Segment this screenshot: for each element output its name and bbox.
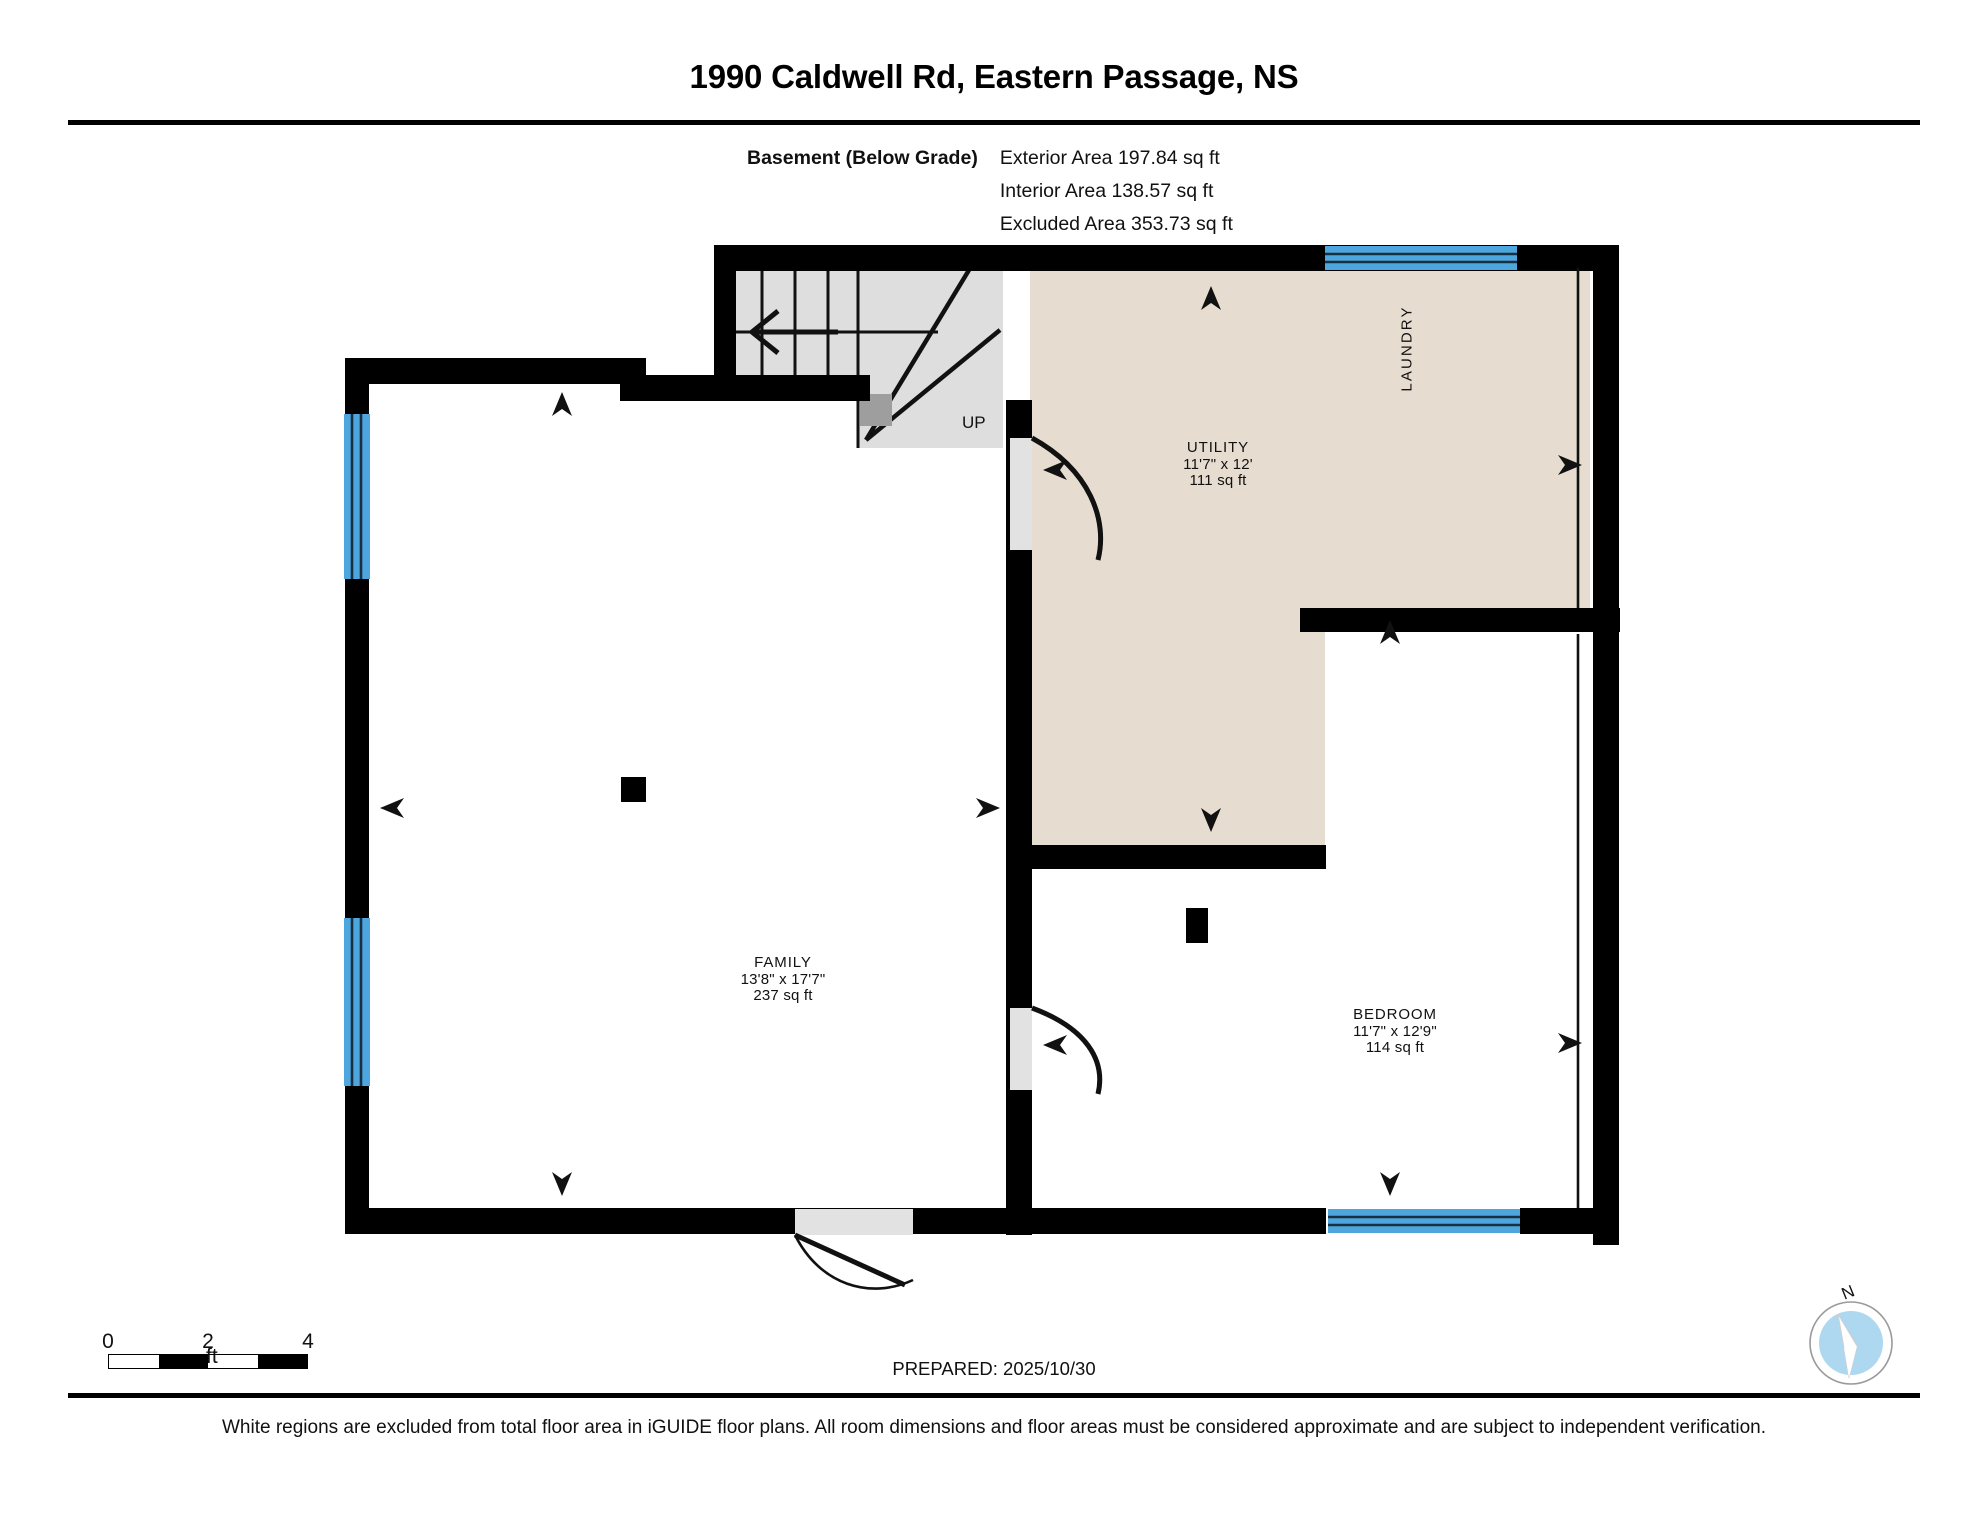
room-area-family: 237 sq ft bbox=[753, 987, 813, 1004]
window-left-lower bbox=[344, 918, 370, 1086]
room-dimensions-utility: 11'7" x 12' bbox=[1183, 455, 1253, 473]
room-label-utility: UTILITY 11'7" x 12' 111 sq ft bbox=[1123, 439, 1313, 490]
scale-segment bbox=[158, 1355, 208, 1368]
room-dimensions-family: 13'8" x 17'7" bbox=[740, 970, 826, 988]
marker-left-family bbox=[380, 798, 404, 818]
window-top bbox=[1325, 246, 1517, 270]
excluded-area: Excluded Area 353.73 sq ft bbox=[999, 213, 1233, 235]
scale-segment bbox=[109, 1355, 159, 1368]
disclaimer-text: White regions are excluded from total fl… bbox=[221, 1417, 1767, 1438]
door-exterior-family bbox=[793, 1209, 914, 1290]
marker-down-family bbox=[552, 1172, 572, 1196]
view-direction-markers bbox=[380, 286, 1582, 1196]
room-label-laundry: LAUNDRY bbox=[1398, 305, 1416, 392]
post-bedroom bbox=[1186, 908, 1208, 943]
doors bbox=[793, 435, 1104, 1290]
post-family bbox=[621, 777, 646, 802]
scale-tick-4: 4 bbox=[302, 1330, 314, 1353]
marker-right-family bbox=[976, 798, 1000, 818]
scale-tick-2: 2 bbox=[202, 1330, 214, 1353]
marker-up-utility bbox=[1201, 286, 1221, 310]
header-divider bbox=[68, 120, 1920, 125]
window-left-upper bbox=[344, 414, 370, 579]
room-name-utility: UTILITY bbox=[1186, 439, 1250, 456]
marker-up-family bbox=[552, 392, 572, 416]
windows bbox=[344, 246, 1520, 1233]
room-label-family: FAMILY 13'8" x 17'7" 237 sq ft bbox=[688, 954, 878, 1005]
room-name-bedroom: BEDROOM bbox=[1353, 1006, 1437, 1023]
window-bottom bbox=[1328, 1209, 1520, 1233]
marker-right-bedroom bbox=[1558, 1033, 1582, 1053]
door-utility bbox=[1010, 435, 1104, 561]
prepared-date: PREPARED: 2025/10/30 bbox=[892, 1358, 1096, 1379]
fixtures bbox=[621, 777, 1208, 943]
footer-divider bbox=[68, 1393, 1920, 1398]
stair-direction-arrow bbox=[748, 309, 838, 355]
scale-segment bbox=[208, 1355, 258, 1368]
scale-bar: 0 2 4 bbox=[102, 1330, 314, 1369]
scale-tick-0: 0 bbox=[102, 1330, 114, 1353]
room-label-bedroom: BEDROOM 11'7" x 12'9" 114 sq ft bbox=[1300, 1006, 1490, 1057]
marker-down-utility bbox=[1201, 808, 1221, 832]
scale-segment bbox=[257, 1355, 307, 1368]
scale-ticks: 0 2 4 bbox=[102, 1330, 314, 1354]
door-bedroom bbox=[1010, 1005, 1103, 1095]
room-dimensions-bedroom: 11'7" x 12'9" bbox=[1353, 1022, 1437, 1040]
interior-area: Interior Area 138.57 sq ft bbox=[999, 180, 1214, 202]
excluded-area-fill bbox=[355, 375, 1630, 1232]
room-name-family: FAMILY bbox=[754, 954, 812, 971]
marker-up-bedroom bbox=[1380, 620, 1400, 644]
scale-unit-label: ft bbox=[206, 1345, 218, 1368]
area-summary: Basement (Below Grade) Exterior Area 197… bbox=[747, 142, 1233, 241]
stairwell bbox=[733, 268, 1003, 448]
compass-icon bbox=[1808, 1300, 1894, 1386]
room-area-bedroom: 114 sq ft bbox=[1365, 1039, 1425, 1056]
included-area-fill bbox=[1030, 262, 1590, 855]
level-label: Basement (Below Grade) bbox=[747, 147, 978, 169]
page-title: 1990 Caldwell Rd, Eastern Passage, NS bbox=[689, 58, 1299, 95]
marker-down-bedroom bbox=[1380, 1172, 1400, 1196]
scale-bar-strip bbox=[108, 1354, 308, 1369]
stair-direction-label: UP bbox=[962, 413, 986, 432]
marker-right-utility bbox=[1558, 455, 1582, 475]
room-area-utility: 111 sq ft bbox=[1189, 472, 1247, 489]
area-list: Exterior Area 197.84 sq ft Interior Area… bbox=[1000, 142, 1233, 241]
marker-left-bedroom-door bbox=[1043, 1035, 1067, 1055]
marker-left-utility-door bbox=[1043, 460, 1067, 480]
exterior-area: Exterior Area 197.84 sq ft bbox=[999, 147, 1220, 169]
